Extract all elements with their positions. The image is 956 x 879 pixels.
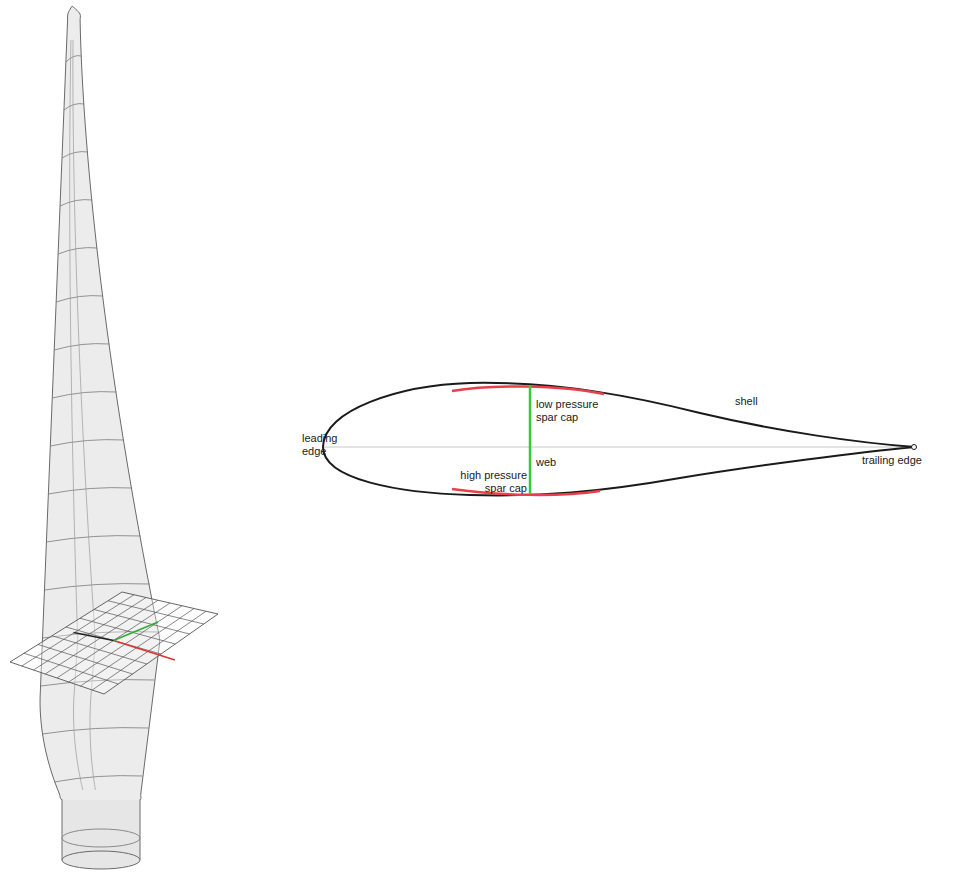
section-line — [66, 56, 81, 62]
grid-line — [92, 611, 206, 690]
section-line — [46, 536, 140, 542]
grid-line — [69, 606, 182, 682]
axis-z — [74, 633, 114, 641]
section-line — [50, 440, 124, 446]
shell-outline — [323, 383, 915, 496]
section-line — [56, 296, 103, 302]
airfoil-section — [323, 383, 917, 496]
part-label: high pressure spar cap — [451, 469, 527, 495]
axis-y — [114, 622, 159, 641]
part-label: shell — [735, 395, 795, 408]
section-line — [54, 776, 142, 782]
trailing-edge-tip — [912, 445, 917, 450]
part-label: leading edge — [302, 432, 348, 458]
section-line — [64, 104, 84, 110]
part-label: low pressure spar cap — [536, 398, 612, 424]
section-line — [42, 728, 148, 734]
axis-x — [114, 641, 176, 661]
section-line — [58, 248, 97, 254]
section-line — [52, 392, 116, 398]
grid-line — [81, 609, 195, 687]
spar-cap-upper — [452, 386, 604, 394]
root-flange — [62, 829, 140, 847]
shear-web — [529, 386, 532, 494]
chord-line — [323, 447, 915, 448]
section-line — [60, 200, 92, 206]
section-line — [48, 488, 132, 494]
section-line — [62, 152, 88, 158]
grid-line — [108, 601, 204, 624]
grid-plane — [10, 592, 218, 694]
section-line — [45, 584, 150, 590]
root-end — [62, 851, 140, 869]
root-side — [62, 800, 63, 860]
part-label: trailing edge — [862, 454, 952, 467]
blade-model — [10, 6, 218, 869]
root-side — [140, 800, 141, 860]
section-line — [54, 344, 109, 350]
part-label: web — [536, 456, 576, 469]
